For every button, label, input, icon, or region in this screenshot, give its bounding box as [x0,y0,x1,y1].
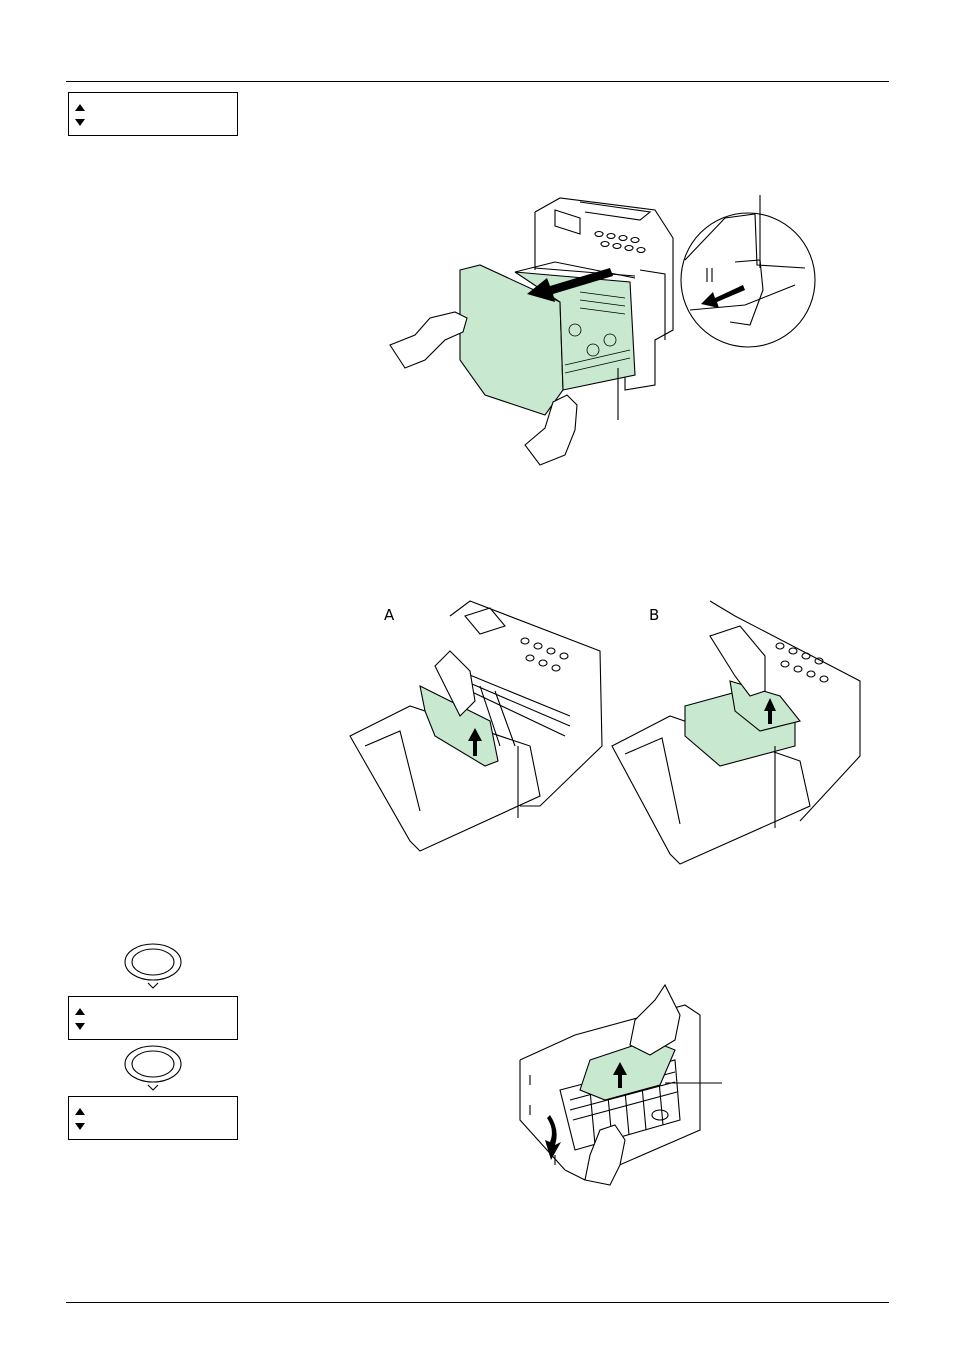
figure-label-b: B [649,606,660,624]
message-display-panel [68,996,238,1040]
message-display-panel [68,92,238,136]
up-down-arrows-icon [75,1108,85,1130]
printer-remove-jammed-paper-illustration: A B [340,596,870,866]
printer-pull-cassette-illustration [385,190,825,470]
up-down-arrows-icon [75,104,85,126]
message-display-panel [68,1096,238,1140]
ok-button-icon[interactable] [124,1044,182,1091]
header-rule [66,81,889,82]
up-down-arrows-icon [75,1008,85,1030]
printer-rear-cover-paper-removal-illustration [515,980,735,1195]
figure-label-a: A [384,606,395,624]
ok-button-icon[interactable] [124,942,182,989]
footer-rule [66,1302,889,1303]
